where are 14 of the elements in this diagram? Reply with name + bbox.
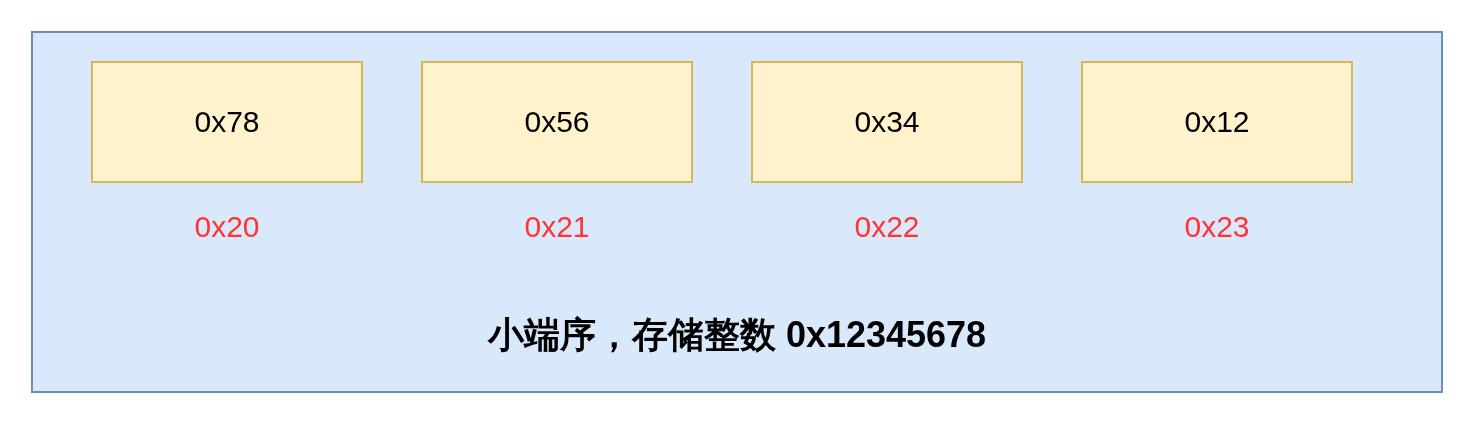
memory-address: 0x23	[1183, 210, 1251, 244]
byte-value: 0x12	[1184, 105, 1250, 139]
memory-address: 0x21	[523, 210, 591, 244]
memory-panel	[31, 31, 1443, 393]
byte-value: 0x34	[854, 105, 920, 139]
byte-value: 0x78	[194, 105, 260, 139]
memory-address: 0x22	[853, 210, 921, 244]
byte-cell	[1081, 61, 1353, 183]
panel-title: 小端序，存储整数 0x12345678	[486, 313, 988, 357]
byte-value: 0x56	[524, 105, 590, 139]
byte-cell	[421, 61, 693, 183]
memory-address: 0x20	[193, 210, 261, 244]
byte-cell	[751, 61, 1023, 183]
byte-cell	[91, 61, 363, 183]
